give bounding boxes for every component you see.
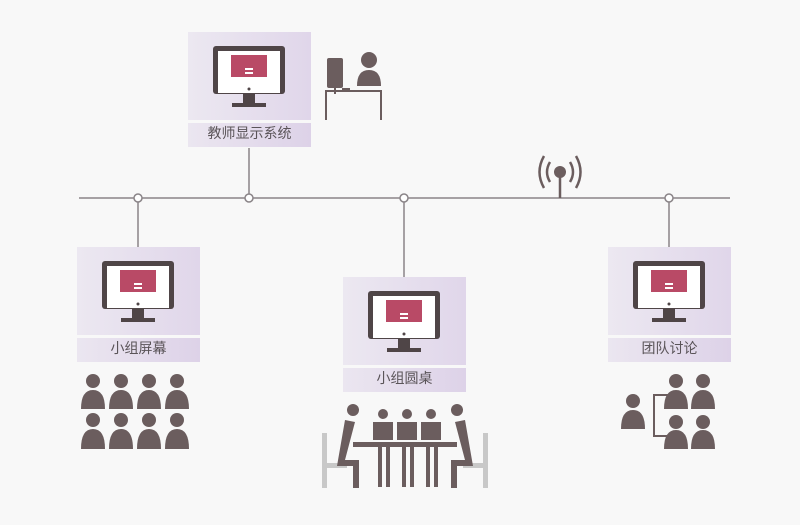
monitor-icon bbox=[368, 291, 440, 352]
audience-group-icon bbox=[81, 374, 189, 449]
wireless-antenna-icon bbox=[538, 155, 582, 198]
node-team-discussion bbox=[608, 247, 731, 335]
teacher-at-desk-icon bbox=[325, 52, 382, 120]
monitor-icon bbox=[102, 261, 174, 322]
monitor-icon bbox=[633, 261, 705, 322]
junction-node bbox=[664, 193, 674, 203]
node-group-screen bbox=[77, 247, 200, 335]
node-label-teacher: 教师显示系统 bbox=[188, 123, 311, 147]
monitor-icon bbox=[213, 46, 285, 107]
junction-node bbox=[133, 193, 143, 203]
node-label-team-discussion: 团队讨论 bbox=[608, 338, 731, 362]
junction-node bbox=[244, 193, 254, 203]
node-label-group-table: 小组圆桌 bbox=[343, 368, 466, 392]
node-label-group-screen: 小组屏幕 bbox=[77, 338, 200, 362]
node-group-table bbox=[343, 277, 466, 365]
meeting-table-icon bbox=[322, 404, 488, 488]
team-hierarchy-icon bbox=[621, 374, 715, 449]
node-teacher-display bbox=[188, 32, 311, 120]
junction-node bbox=[399, 193, 409, 203]
